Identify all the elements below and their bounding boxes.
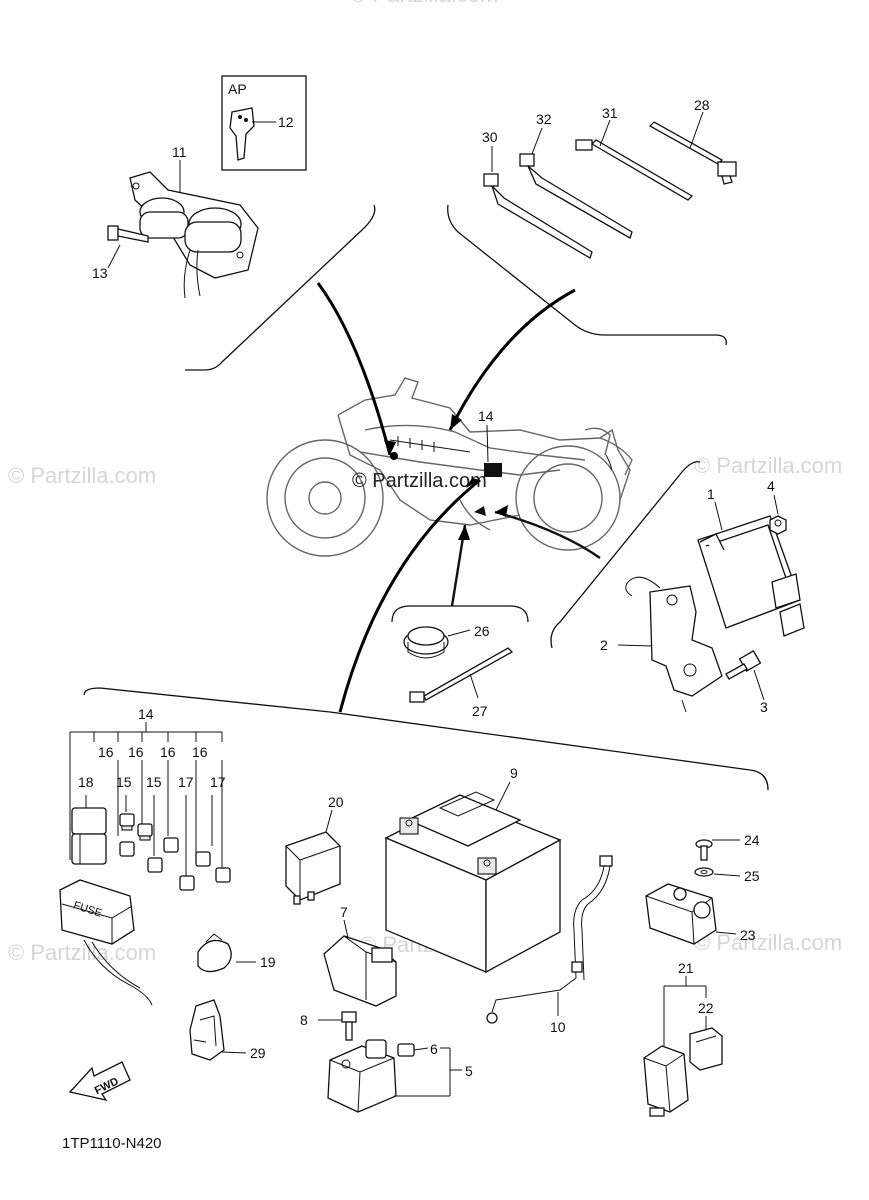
watermark-bottom-right: © Partzilla.com [694,930,842,955]
watermark-bottom-left: © Partzilla.com [8,940,156,965]
callout-23: 23 [740,927,756,943]
callout-11: 11 [172,144,187,160]
callout-21-22-lines [663,976,707,1046]
fuse-16d-icon [195,851,211,867]
callout-17-a: 17 [178,774,194,790]
callout-29: 29 [250,1045,266,1061]
bolt-icon [107,225,149,243]
callout-30: 30 [482,129,498,145]
connector-22-icon [689,1027,723,1071]
fuse-relay-icon [71,807,107,865]
callout-16-d: 16 [192,744,208,760]
callout-24: 24 [744,832,760,848]
callout-15-a: 15 [116,774,132,790]
bolt-3-icon [725,650,762,680]
callout-12: 12 [278,114,294,130]
battery-cable-icon [486,855,613,1024]
callout-2: 2 [600,637,608,653]
watermark-left: © Partzilla.com [8,463,156,488]
relay-23-icon [645,883,717,945]
cable-tie-27-icon [409,647,514,703]
fuse-16b-icon [163,837,179,853]
starter-fuse-icon [397,1043,415,1057]
bolt-8-icon [341,1011,357,1041]
leader-lines [316,282,601,713]
callout-13: 13 [92,265,108,281]
callout-16-b: 16 [128,744,144,760]
cover-icon [323,935,397,1007]
clamp-icon [403,626,449,659]
fuse-17a-icon [179,875,195,891]
watermark-main: © Partzilla.com [352,470,487,492]
main-switch-assembly-icon [129,171,259,299]
callout-14-fuse: 14 [138,706,154,722]
harness-marks [389,436,613,516]
callout-18: 18 [78,774,94,790]
callout-27: 27 [472,703,488,719]
fuse-15b-icon [137,823,153,841]
forward-arrow-icon: FWD [68,1061,131,1101]
fuse-box-icon: FUSE [59,879,153,1006]
key-icon [229,107,255,161]
starter-relay-callout-lines [394,1047,462,1097]
callout-7: 7 [340,904,348,920]
callout-28: 28 [694,97,710,113]
callout-16-a: 16 [98,744,114,760]
fuse-16a-icon [119,841,135,857]
bracket-icon [625,576,723,713]
relay-21-icon [643,1045,689,1117]
fuse-17b-icon [215,867,231,883]
callout-17-b: 17 [210,774,226,790]
callout-8: 8 [300,1012,308,1028]
cable-tie-32-icon [519,153,633,239]
inset-label: AP [228,81,247,97]
callout-26: 26 [474,623,490,639]
callout-22: 22 [698,1000,714,1016]
callout-labels: 1 2 3 4 5 6 7 8 9 10 11 12 13 14 14 15 1… [78,97,775,1079]
relay-icon [285,831,341,905]
callout-5: 5 [465,1063,473,1079]
callout-3: 3 [760,699,768,715]
callout-20: 20 [328,794,344,810]
callout-14-bike: 14 [478,408,494,424]
callout-1: 1 [707,486,715,502]
motorcycle-silhouette [266,377,633,557]
cable-tie-30-icon [483,173,593,259]
key-inset: AP [221,75,307,171]
watermark-right: © Partzilla.com [694,453,842,478]
washer-icon [694,867,714,877]
control-unit-icon [697,515,805,637]
callout-10: 10 [550,1019,566,1035]
cable-tie-31-icon [575,139,694,201]
screw-icon [695,839,713,861]
fuse-16c-icon [147,857,163,873]
bracket-outlines [83,204,769,791]
starter-relay-icon [327,1039,397,1113]
watermark-top: © Partzilla.com [350,0,498,7]
callout-19: 19 [260,954,276,970]
callout-4: 4 [767,478,775,494]
fuse-15a-icon [119,813,135,831]
callout-25: 25 [744,868,760,884]
cable-tie-28-icon [648,121,737,185]
callout-16-c: 16 [160,744,176,760]
fuse-callout-tree [69,722,223,876]
nut-icon [769,515,787,535]
callout-32: 32 [536,111,552,127]
callout-21: 21 [678,960,694,976]
battery-icon [384,791,562,974]
callout-31: 31 [602,105,618,121]
holder-icon [189,999,225,1061]
callout-15-b: 15 [146,774,162,790]
band-icon [197,933,232,973]
diagram-code: 1TP1110-N420 [62,1135,162,1152]
callout-6: 6 [430,1041,438,1057]
callout-9: 9 [510,765,518,781]
